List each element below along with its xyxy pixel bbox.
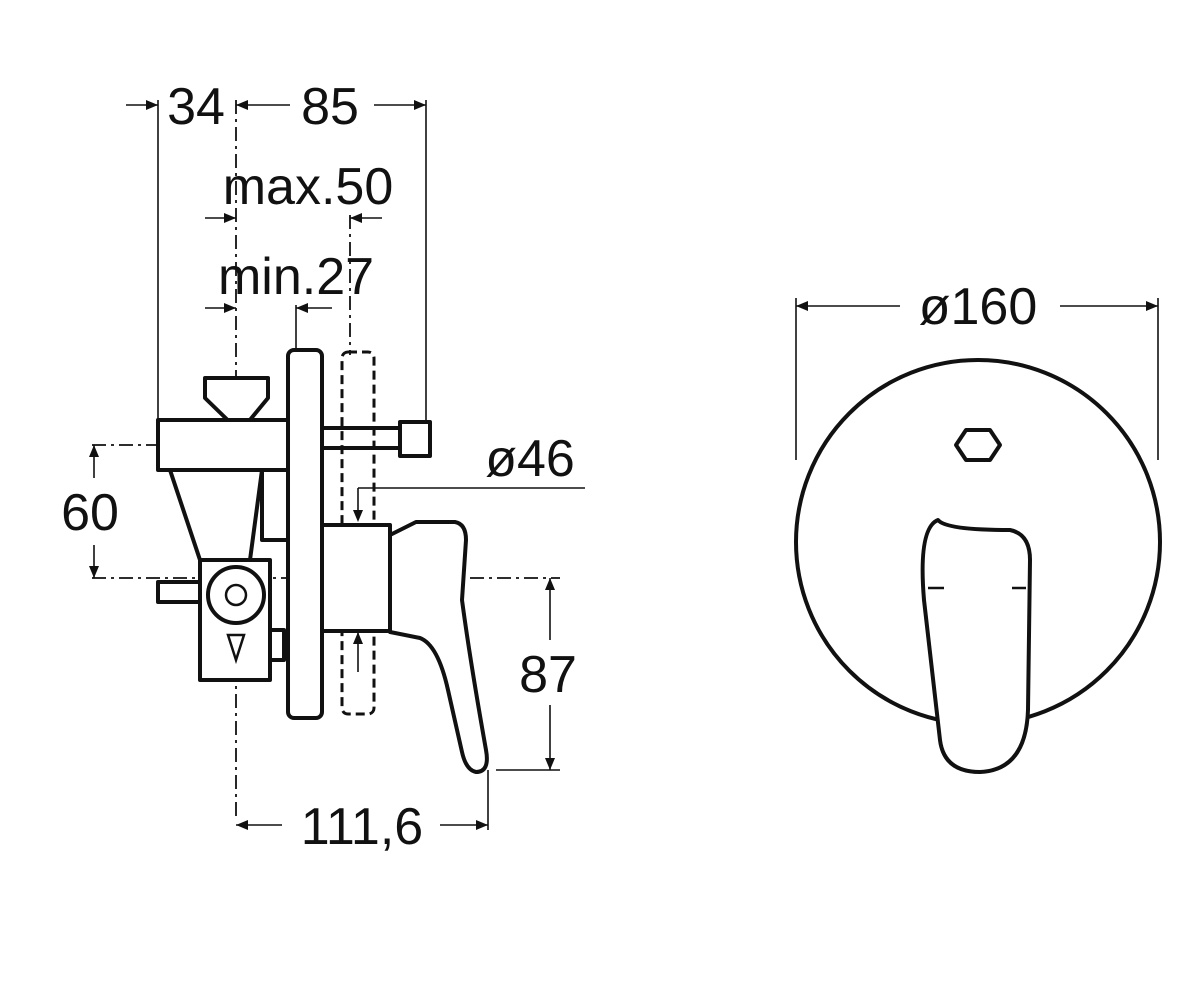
dim-46-arrow-top	[353, 510, 363, 522]
outlet-stub	[156, 580, 202, 604]
stem-bolt	[320, 426, 404, 450]
valve-cartridge-circle	[206, 565, 266, 625]
stem-bolt-head	[398, 420, 432, 458]
dim-min27-arrow-left	[224, 303, 236, 313]
valve-lower-body	[168, 468, 264, 562]
label-60: 60	[61, 484, 119, 542]
valve-side-tab	[268, 628, 286, 662]
dim-87-arrow-bottom	[545, 758, 555, 770]
label-111-6: 111,6	[301, 798, 423, 856]
lever-handle-side	[388, 520, 489, 774]
valve-cartridge-inner	[224, 583, 248, 607]
label-max50: max.50	[223, 158, 394, 216]
valve-top-cap	[203, 376, 270, 434]
label-min27: min.27	[218, 248, 374, 306]
dimension-labels: 34 85 max.50 min.27 60 ø46 87 111,6 ø160	[61, 78, 1037, 856]
dim-160-arrow-left	[796, 301, 808, 311]
dim-min27-arrow-right	[296, 303, 308, 313]
dim-60-arrow-top	[89, 445, 99, 457]
valve-neck	[260, 468, 290, 542]
dim-60-arrow-bottom	[89, 566, 99, 578]
dim-111-arrow-left	[236, 820, 248, 830]
dim-max50-arrow-right	[350, 213, 362, 223]
dim-87-arrow-top	[545, 578, 555, 590]
handle-hub	[320, 523, 392, 633]
front-view	[794, 358, 1162, 774]
dim-34-arrow	[146, 100, 158, 110]
dim-85-arrow-left	[236, 100, 248, 110]
dim-85-arrow-right	[414, 100, 426, 110]
label-dia160: ø160	[919, 278, 1038, 336]
label-87: 87	[519, 646, 577, 704]
hex-nut-front	[954, 428, 1002, 462]
label-34: 34	[167, 78, 225, 136]
valve-upper-body	[156, 418, 292, 472]
escutcheon-plate-side	[286, 348, 324, 720]
dim-160-arrow-right	[1146, 301, 1158, 311]
label-85: 85	[301, 78, 359, 136]
lever-handle-front	[920, 518, 1032, 774]
dim-111-arrow-right	[476, 820, 488, 830]
dimension-lines	[89, 100, 1159, 830]
side-view	[92, 100, 585, 830]
label-dia46: ø46	[485, 430, 575, 488]
dim-max50-arrow-left	[224, 213, 236, 223]
valve-detail-mark	[226, 633, 246, 665]
dim-46-arrow-bottom	[353, 632, 363, 644]
